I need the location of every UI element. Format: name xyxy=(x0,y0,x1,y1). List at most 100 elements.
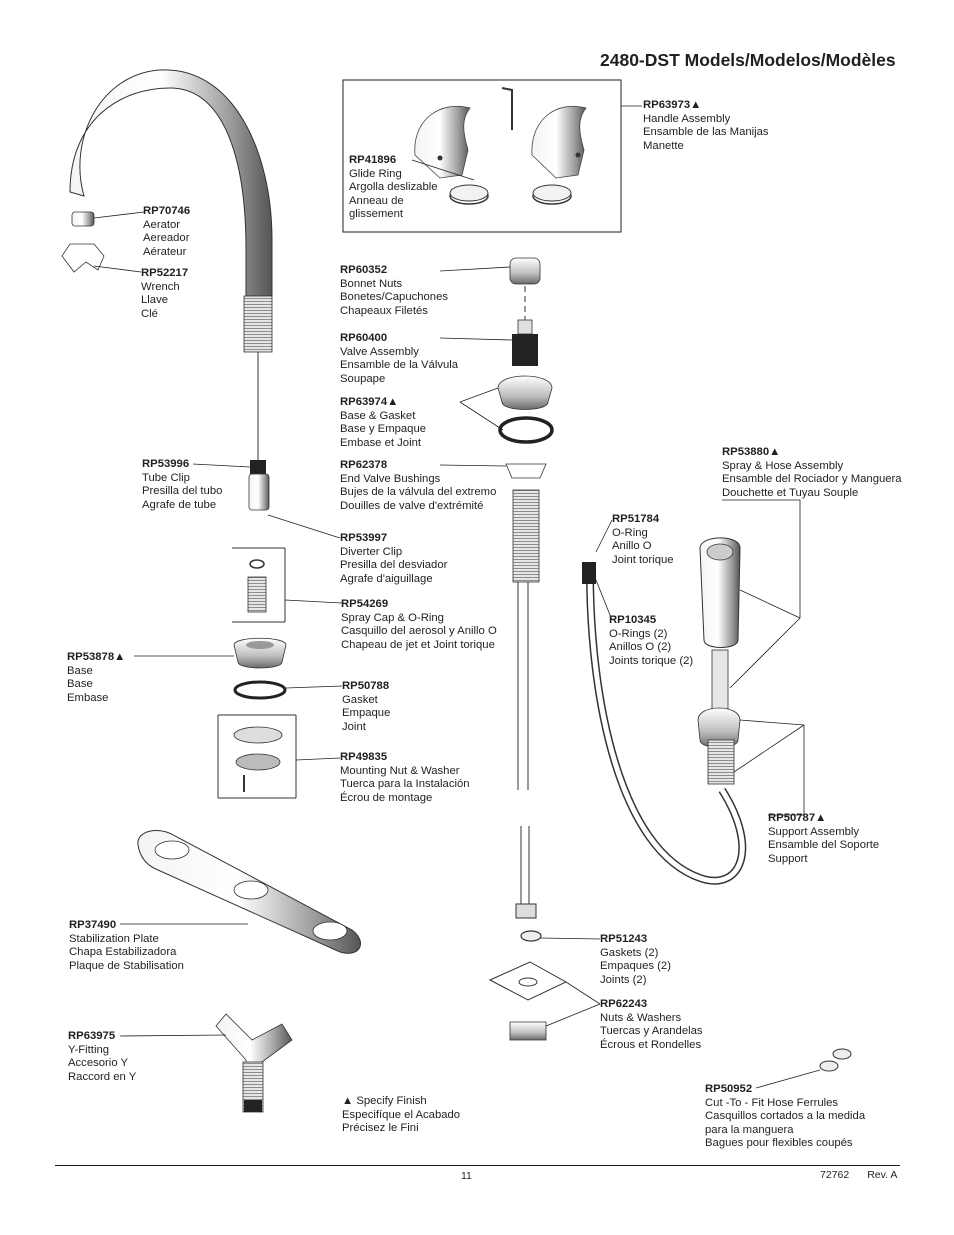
part-desc-fr: Joints (2) xyxy=(600,973,647,986)
part-desc-es: Bonetes/Capuchones xyxy=(340,291,449,304)
part-label-rp70746: RP70746 Aerator Aereador Aérateur xyxy=(143,205,190,259)
spout-assembly xyxy=(61,69,273,511)
footer-divider xyxy=(55,1165,900,1166)
part-number: RP50788 xyxy=(342,680,390,692)
stabilization-plate xyxy=(137,830,361,954)
part-desc-es: Empaques (2) xyxy=(600,960,671,973)
part-desc-fr: Chapeau de jet et Joint torique xyxy=(341,638,495,651)
part-desc-fr: Raccord en Y xyxy=(68,1070,137,1083)
part-label-rp51784: RP51784 O-Ring Anillo O Joint torique xyxy=(612,513,674,567)
part-label-rp50788: RP50788 Gasket Empaque Joint xyxy=(342,680,390,734)
part-desc-es: Accesorio Y xyxy=(68,1057,129,1070)
part-number: RP50787▲ xyxy=(768,812,827,824)
part-number: RP62243 xyxy=(600,998,648,1010)
handle-inset-box xyxy=(342,79,622,233)
hose-ferrules xyxy=(819,1048,852,1072)
page-number: 11 xyxy=(461,1170,472,1182)
part-number: RP51784 xyxy=(612,513,660,525)
part-desc-en: Mounting Nut & Washer xyxy=(340,764,460,777)
part-desc-en: Tube Clip xyxy=(142,471,190,484)
part-desc-es-cont: para la manguera xyxy=(705,1123,794,1136)
part-desc-en: Spray Cap & O-Ring xyxy=(341,611,444,624)
part-number: RP52217 xyxy=(141,267,189,279)
finish-note-fr: Précisez le Fini xyxy=(342,1122,419,1135)
part-label-rp50952: RP50952 Cut -To - Fit Hose Ferrules Casq… xyxy=(705,1083,865,1151)
part-label-rp53878: RP53878▲ Base Base Embase xyxy=(67,651,125,705)
part-desc-fr: Douilles de valve d'extrémité xyxy=(340,499,484,512)
part-desc-en: Base & Gasket xyxy=(340,409,416,422)
part-number: RP51243 xyxy=(600,933,648,945)
part-number: RP49835 xyxy=(340,751,388,763)
part-number: RP54269 xyxy=(341,598,389,610)
spray-hose-assembly xyxy=(582,537,747,885)
part-desc-fr: Bagues pour flexibles coupés xyxy=(705,1137,853,1150)
part-desc-fr: Douchette et Tuyau Souple xyxy=(722,486,859,499)
part-desc-en: Gaskets (2) xyxy=(600,946,659,959)
part-number: RP63974▲ xyxy=(340,396,399,408)
leader-lines xyxy=(93,105,821,1089)
page-title: 2480-DST Models/Modelos/Modèles xyxy=(600,50,896,70)
part-label-rp41896: RP41896 Glide Ring Argolla deslizable An… xyxy=(349,154,438,222)
part-number: RP63973▲ xyxy=(643,99,702,111)
part-desc-en: Wrench xyxy=(141,280,180,293)
part-label-rp10345: RP10345 O-Rings (2) Anillos O (2) Joints… xyxy=(609,614,693,668)
part-desc-es: Tuerca para la Instalación xyxy=(340,778,470,791)
part-number: RP41896 xyxy=(349,154,397,166)
diverter-inset-box xyxy=(232,547,286,623)
part-label-rp54269: RP54269 Spray Cap & O-Ring Casquillo del… xyxy=(341,598,497,652)
part-label-rp62378: RP62378 End Valve Bushings Bujes de la v… xyxy=(340,459,496,513)
part-number: RP63975 xyxy=(68,1030,116,1042)
part-number: RP70746 xyxy=(143,205,191,217)
part-label-rp52217: RP52217 Wrench Llave Clé xyxy=(141,267,188,321)
part-desc-es: Bujes de la válvula del extremo xyxy=(340,486,497,499)
part-desc-fr: Joints torique (2) xyxy=(609,654,694,667)
part-desc-en: Valve Assembly xyxy=(340,345,419,358)
part-desc-fr: Joint xyxy=(342,720,366,733)
part-desc-es: Casquillo del aerosol y Anillo O xyxy=(341,625,497,638)
part-number: RP62378 xyxy=(340,459,388,471)
part-label-rp62243: RP62243 Nuts & Washers Tuercas y Arandel… xyxy=(600,998,703,1052)
part-desc-en: Spray & Hose Assembly xyxy=(722,459,844,472)
part-desc-fr: Support xyxy=(768,852,808,865)
part-label-rp51243: RP51243 Gaskets (2) Empaques (2) Joints … xyxy=(600,933,671,987)
part-desc-es: Anillo O xyxy=(612,540,652,553)
part-desc-fr: Chapeaux Filetés xyxy=(340,304,428,317)
part-desc-en: Bonnet Nuts xyxy=(340,277,403,290)
part-desc-en: Nuts & Washers xyxy=(600,1011,682,1024)
part-desc-fr: Soupape xyxy=(340,372,386,385)
part-desc-es: Ensamble del Rociador y Manguera xyxy=(722,473,902,486)
part-label-rp63974: RP63974▲ Base & Gasket Base y Empaque Em… xyxy=(340,396,426,450)
base-gasket-group xyxy=(217,637,297,799)
part-label-rp63973: RP63973▲ Handle Assembly Ensamble de las… xyxy=(643,99,769,153)
part-desc-es: Aereador xyxy=(143,232,190,245)
part-desc-fr: Anneau de xyxy=(349,194,404,207)
part-desc-en: End Valve Bushings xyxy=(340,472,441,485)
part-label-rp63975: RP63975 Y-Fitting Accesorio Y Raccord en… xyxy=(68,1030,136,1084)
part-label-rp53996: RP53996 Tube Clip Presilla del tubo Agra… xyxy=(142,458,222,512)
part-desc-en: Gasket xyxy=(342,693,378,706)
part-desc-es: Presilla del tubo xyxy=(142,485,223,498)
part-desc-en: Handle Assembly xyxy=(643,112,731,125)
revision: Rev. A xyxy=(867,1169,898,1181)
part-number: RP10345 xyxy=(609,614,657,626)
part-desc-fr: Plaque de Stabilisation xyxy=(69,959,184,972)
part-label-rp50787: RP50787▲ Support Assembly Ensamble del S… xyxy=(768,812,879,866)
part-desc-es: Llave xyxy=(141,294,169,307)
part-label-rp53997: RP53997 Diverter Clip Presilla del desvi… xyxy=(340,532,447,586)
part-desc-en: Glide Ring xyxy=(349,167,402,180)
y-fitting xyxy=(215,1013,293,1113)
part-desc-en: O-Rings (2) xyxy=(609,627,668,640)
part-number: RP60400 xyxy=(340,332,388,344)
part-label-rp37490: RP37490 Stabilization Plate Chapa Estabi… xyxy=(69,919,184,973)
part-desc-es: Anillos O (2) xyxy=(609,641,672,654)
part-number: RP53880▲ xyxy=(722,446,781,458)
part-label-rp60352: RP60352 Bonnet Nuts Bonetes/Capuchones C… xyxy=(340,264,448,318)
part-desc-fr: Agrafe de tube xyxy=(142,498,217,511)
part-desc-fr: Manette xyxy=(643,139,684,152)
finish-note-en: ▲ Specify Finish xyxy=(342,1095,427,1107)
part-desc-en: Y-Fitting xyxy=(68,1043,110,1056)
part-desc-fr: Écrou de montage xyxy=(340,791,433,804)
part-desc-es: Ensamble de las Manijas xyxy=(643,126,769,139)
